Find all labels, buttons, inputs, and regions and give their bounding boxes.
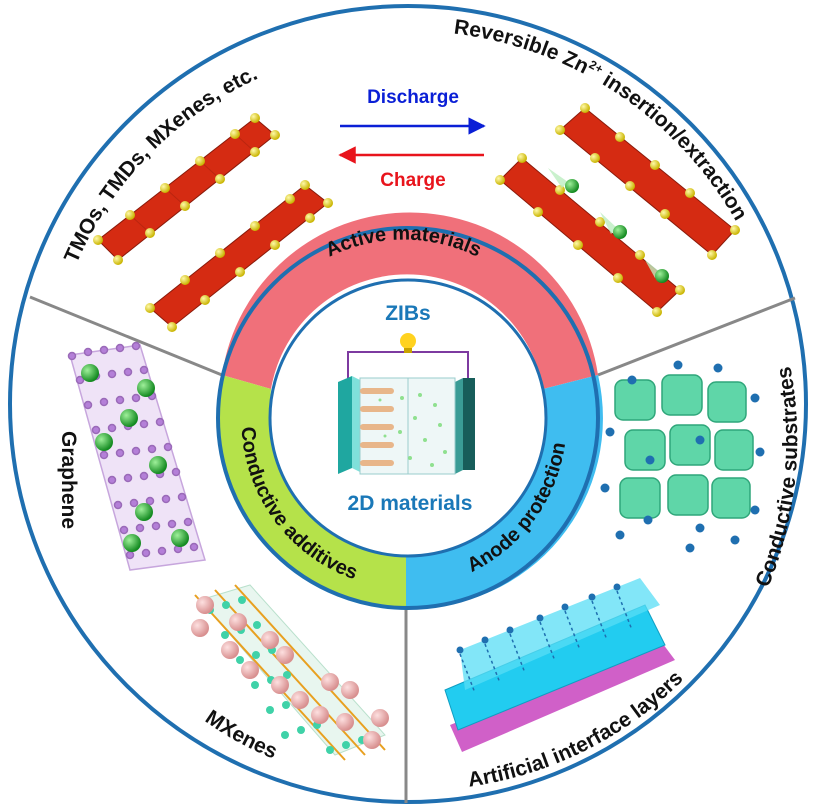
zn-ion: [548, 168, 669, 283]
anode-protection-segment: [406, 375, 603, 609]
octahedra-chain-right-top: [555, 103, 740, 260]
graphene-sheet: [67, 341, 206, 571]
mxene-structure: [191, 584, 389, 761]
octahedra-chain-right-bottom: [495, 153, 685, 317]
divider-right: [597, 296, 796, 377]
discharge-label: Discharge: [367, 87, 459, 108]
ring-outline: [216, 226, 600, 610]
octahedra-chain-left-top: [93, 113, 280, 265]
octahedra-chain-left-bottom: [145, 180, 333, 332]
charge-label: Charge: [380, 170, 445, 191]
graphene-zn-ions: [81, 364, 189, 552]
battery: [338, 333, 475, 475]
divider-left: [29, 295, 223, 377]
conductive-additives-segment: [217, 375, 406, 608]
zibs-label: ZIBs: [385, 302, 431, 325]
interface-layer: [444, 578, 675, 752]
lightbulb-icon: [400, 333, 416, 353]
active-materials-segment: [222, 212, 598, 389]
graphene-label: Graphene: [57, 431, 80, 529]
conductive-substrate: [600, 360, 765, 553]
2d-materials-label: 2D materials: [348, 492, 473, 515]
